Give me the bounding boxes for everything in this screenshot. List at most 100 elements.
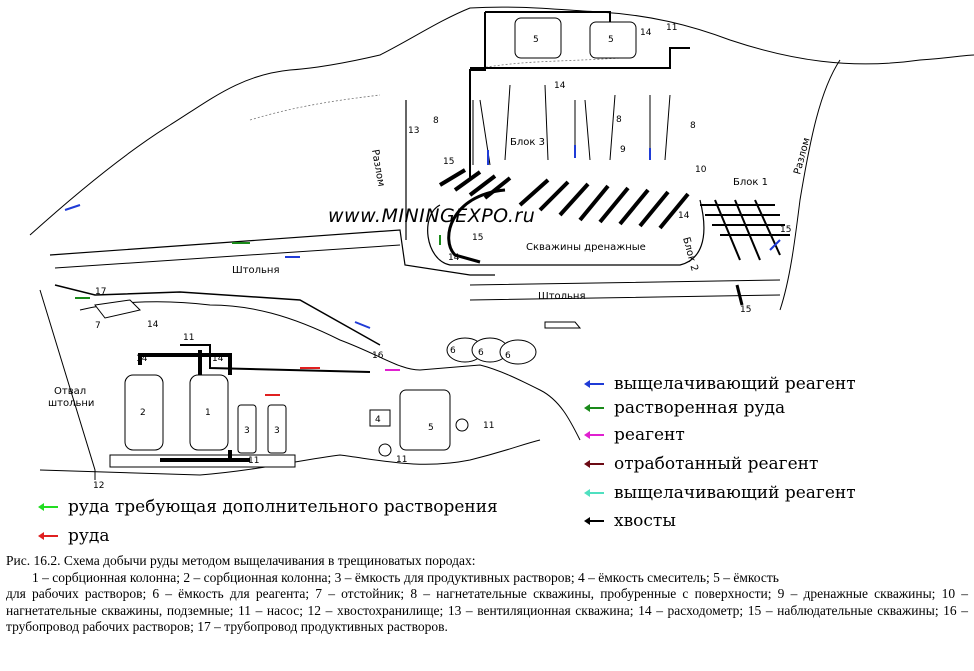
num-12: 12 bbox=[93, 481, 104, 491]
observation-wells-15 bbox=[735, 284, 744, 306]
gallery-upper-wall bbox=[49, 229, 495, 276]
plant-piping bbox=[138, 350, 250, 462]
inner-pipe-loop bbox=[447, 188, 506, 264]
plant-surface bbox=[39, 301, 581, 476]
legend-label: руда требующая дополнительного растворен… bbox=[68, 497, 498, 517]
reagent-tanks-6 bbox=[446, 337, 537, 365]
num-3a: 3 bbox=[244, 426, 250, 436]
num-2: 2 bbox=[140, 408, 146, 418]
num-5c: 5 bbox=[428, 423, 434, 433]
num-15c: 15 bbox=[780, 225, 791, 235]
legend-label: руда bbox=[68, 526, 110, 546]
arrow-icon bbox=[584, 460, 604, 468]
legend-label: реагент bbox=[614, 425, 685, 445]
legend-item: хвосты bbox=[582, 511, 676, 531]
mixer-tank-4 bbox=[369, 409, 391, 427]
flow-arrows bbox=[64, 145, 781, 396]
num-3b: 3 bbox=[274, 426, 280, 436]
mountain-outline bbox=[29, 6, 974, 236]
num-11d: 11 bbox=[483, 421, 494, 431]
gallery-lower-wall bbox=[54, 244, 401, 269]
num-1: 1 bbox=[205, 408, 211, 418]
arrow-icon bbox=[584, 380, 604, 388]
label-razlom-right: Разлом bbox=[792, 137, 812, 176]
num-11b: 11 bbox=[183, 333, 194, 343]
label-blok-3: Блок 3 bbox=[510, 137, 545, 148]
drainage-wells-band bbox=[438, 168, 690, 230]
truck-icon bbox=[544, 321, 582, 329]
num-14e: 14 bbox=[147, 320, 159, 330]
legend-label: выщелачивающий реагент bbox=[614, 483, 856, 503]
arrow-icon bbox=[38, 532, 58, 540]
legend-item: руда bbox=[36, 526, 110, 546]
label-blok-1: Блок 1 bbox=[733, 177, 768, 188]
arrow-icon bbox=[584, 517, 604, 525]
num-11c: 11 bbox=[396, 455, 407, 465]
top-pipe bbox=[469, 11, 611, 180]
num-8b: 8 bbox=[616, 115, 622, 125]
label-otval-line1: Отвал bbox=[54, 386, 86, 397]
legend-item: растворенная руда bbox=[582, 398, 785, 418]
num-5b: 5 bbox=[608, 35, 614, 45]
injection-wells bbox=[472, 84, 671, 166]
num-14c: 14 bbox=[678, 211, 690, 221]
watermark: www.MININGEXPO.ru bbox=[328, 205, 536, 227]
tailings-line bbox=[39, 289, 96, 480]
block-1-grid bbox=[700, 199, 790, 261]
label-skvazhiny-drenazhnye: Скважины дренажные bbox=[526, 242, 646, 253]
num-15a: 15 bbox=[443, 157, 454, 167]
sorption-column-1a bbox=[124, 374, 164, 451]
num-14b: 14 bbox=[554, 81, 566, 91]
arrow-icon bbox=[584, 431, 604, 439]
arrow-icon bbox=[584, 489, 604, 497]
legend-label: выщелачивающий реагент bbox=[614, 374, 856, 394]
num-6c: 6 bbox=[505, 351, 511, 361]
caption-body: 1 – сорбционная колонна; 2 – сорбционная… bbox=[32, 569, 779, 585]
caption-rest: для рабочих растворов; 6 – ёмкость для р… bbox=[6, 586, 968, 634]
label-otval-line2: штольни bbox=[48, 398, 94, 409]
num-11e: 11 bbox=[248, 456, 259, 466]
tank-5-top-left bbox=[514, 17, 562, 59]
num-14g: 14 bbox=[212, 354, 224, 364]
arrow-icon bbox=[584, 404, 604, 412]
num-8a: 8 bbox=[433, 116, 439, 126]
num-14f: 14 bbox=[136, 354, 148, 364]
num-13: 13 bbox=[408, 126, 419, 136]
num-11a: 11 bbox=[666, 23, 677, 33]
legend-label: отработанный реагент bbox=[614, 454, 819, 474]
num-5a: 5 bbox=[533, 35, 539, 45]
pipeline-17 bbox=[54, 284, 381, 346]
num-15d: 15 bbox=[740, 305, 751, 315]
num-16: 16 bbox=[372, 351, 384, 361]
label-shtolnya-lower: Штольня bbox=[538, 291, 585, 302]
top-pipe-2 bbox=[470, 47, 690, 69]
num-14a: 14 bbox=[640, 28, 652, 38]
num-14d: 14 bbox=[448, 253, 460, 263]
legend-label: растворенная руда bbox=[614, 398, 786, 418]
tank-5-bottom bbox=[399, 389, 451, 451]
legend-item: реагент bbox=[582, 425, 685, 445]
product-tank-3a bbox=[237, 404, 257, 454]
num-9: 9 bbox=[620, 145, 626, 155]
pipeline-16 bbox=[180, 344, 371, 373]
legend-item: выщелачивающий реагент bbox=[582, 483, 856, 503]
sorption-column-1b bbox=[189, 374, 229, 451]
leaching-block-outline bbox=[427, 199, 705, 266]
num-6a: 6 bbox=[450, 346, 456, 356]
right-slope bbox=[779, 59, 841, 311]
tank-5-top-right bbox=[589, 21, 637, 59]
legend-item: отработанный реагент bbox=[582, 454, 818, 474]
label-razlom-left: Разлом bbox=[369, 149, 386, 188]
num-7: 7 bbox=[95, 321, 101, 331]
legend-item: выщелачивающий реагент bbox=[582, 374, 856, 394]
label-shtolnya-upper: Штольня bbox=[232, 265, 279, 276]
product-tank-3b bbox=[267, 404, 287, 454]
figure-caption: Рис. 16.2. Схема добычи руды методом выщ… bbox=[6, 553, 968, 636]
legend-label: хвосты bbox=[614, 511, 676, 531]
num-15b: 15 bbox=[472, 233, 483, 243]
num-10: 10 bbox=[695, 165, 707, 175]
caption-title: Рис. 16.2. Схема добычи руды методом выщ… bbox=[6, 553, 476, 568]
leaching-scheme-diagram: Разлом Разлом Блок 1 Блок 2 Блок 3 Скваж… bbox=[29, 6, 974, 491]
num-6b: 6 bbox=[478, 348, 484, 358]
